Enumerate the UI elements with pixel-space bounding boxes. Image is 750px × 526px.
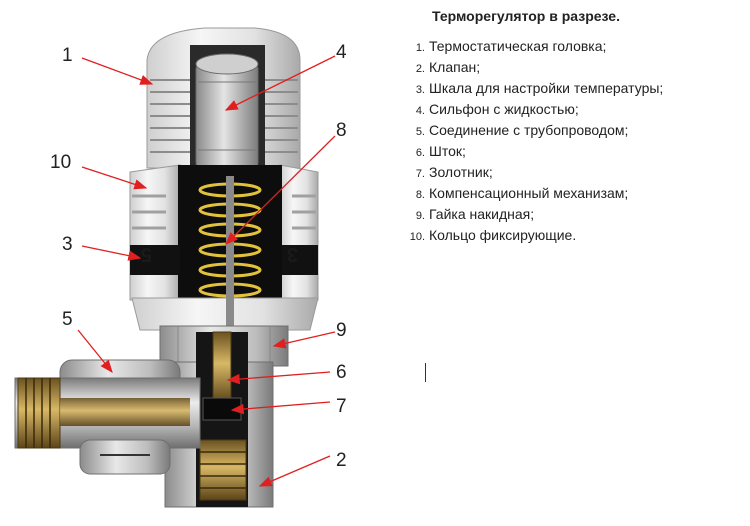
callout-9: 9: [336, 320, 347, 341]
arrow-7: [230, 401, 331, 415]
item-number: 4.: [415, 105, 425, 117]
list-item: 10. Кольцо фиксирующие.: [400, 227, 745, 248]
arrow-5: [77, 329, 113, 374]
legend-title: Терморегулятор в разрезе.: [432, 8, 620, 24]
list-item: 3. Шкала для настройки температуры;: [400, 80, 745, 101]
item-label: Гайка накидная;: [429, 206, 535, 222]
valve-spool: [202, 397, 242, 421]
callout-3: 3: [62, 234, 73, 255]
list-item: 7. Золотник;: [400, 164, 745, 185]
callout-7: 7: [336, 396, 347, 417]
item-label: Золотник;: [429, 164, 493, 180]
item-label: Компенсационный механизам;: [429, 185, 629, 201]
item-number: 10.: [409, 231, 425, 243]
item-number: 7.: [415, 168, 425, 180]
list-item: 9. Гайка накидная;: [400, 206, 745, 227]
list-item: 1. Термостатическая головка;: [400, 38, 745, 59]
item-label: Сильфон с жидкостью;: [429, 101, 579, 117]
arrow-6: [226, 371, 331, 385]
scale-mark-left: 5: [141, 243, 152, 265]
item-label: Термостатическая головка;: [429, 38, 607, 54]
callout-8: 8: [336, 120, 347, 141]
callout-6: 6: [336, 362, 347, 383]
arrow-8: [225, 135, 336, 245]
list-item: 5. Соединение с трубопроводом;: [400, 122, 745, 143]
pipe-connection: [14, 359, 201, 475]
callout-4: 4: [336, 42, 347, 63]
valve-stem: [212, 331, 232, 403]
thermostatic-head: 5 3: [129, 27, 319, 331]
item-label: Клапан;: [429, 59, 481, 75]
callout-10: 10: [50, 152, 71, 173]
callout-1: 1: [62, 45, 73, 66]
item-number: 1.: [415, 42, 425, 54]
head-ribs: [150, 79, 298, 153]
legend-list: 1. Термостатическая головка; 2. Клапан; 3.…: [400, 38, 745, 248]
scale-mark-right: 3: [287, 243, 298, 265]
arrow-2: [258, 455, 331, 487]
list-item: 6. Шток;: [400, 143, 745, 164]
list-item: 8. Компенсационный механизам;: [400, 185, 745, 206]
arrow-4: [224, 55, 336, 111]
item-label: Шкала для настройки температуры;: [429, 80, 664, 96]
item-label: Соединение с трубопроводом;: [429, 122, 629, 138]
arrow-1: [81, 57, 154, 85]
arrow-3: [81, 245, 142, 261]
item-number: 3.: [415, 84, 425, 96]
arrow-9: [272, 331, 336, 349]
text-cursor: [425, 363, 426, 382]
list-item: 4. Сильфон с жидкостью;: [400, 101, 745, 122]
callout-5: 5: [62, 309, 73, 330]
item-label: Шток;: [429, 143, 466, 159]
item-number: 9.: [415, 210, 425, 222]
arrow-10: [81, 166, 148, 190]
list-item: 2. Клапан;: [400, 59, 745, 80]
callout-arrows: [77, 55, 336, 487]
item-number: 5.: [415, 126, 425, 138]
item-number: 8.: [415, 189, 425, 201]
bellows: [195, 53, 259, 173]
legend: Терморегулятор в разрезе. 1. Термостатиче…: [400, 8, 745, 248]
callout-2: 2: [336, 450, 347, 471]
callout-numbers: 1 2 3 4 5 6 7 8 9 10: [50, 42, 347, 471]
item-number: 2.: [415, 63, 425, 75]
item-label: Кольцо фиксирующие.: [429, 227, 577, 243]
item-number: 6.: [415, 147, 425, 159]
